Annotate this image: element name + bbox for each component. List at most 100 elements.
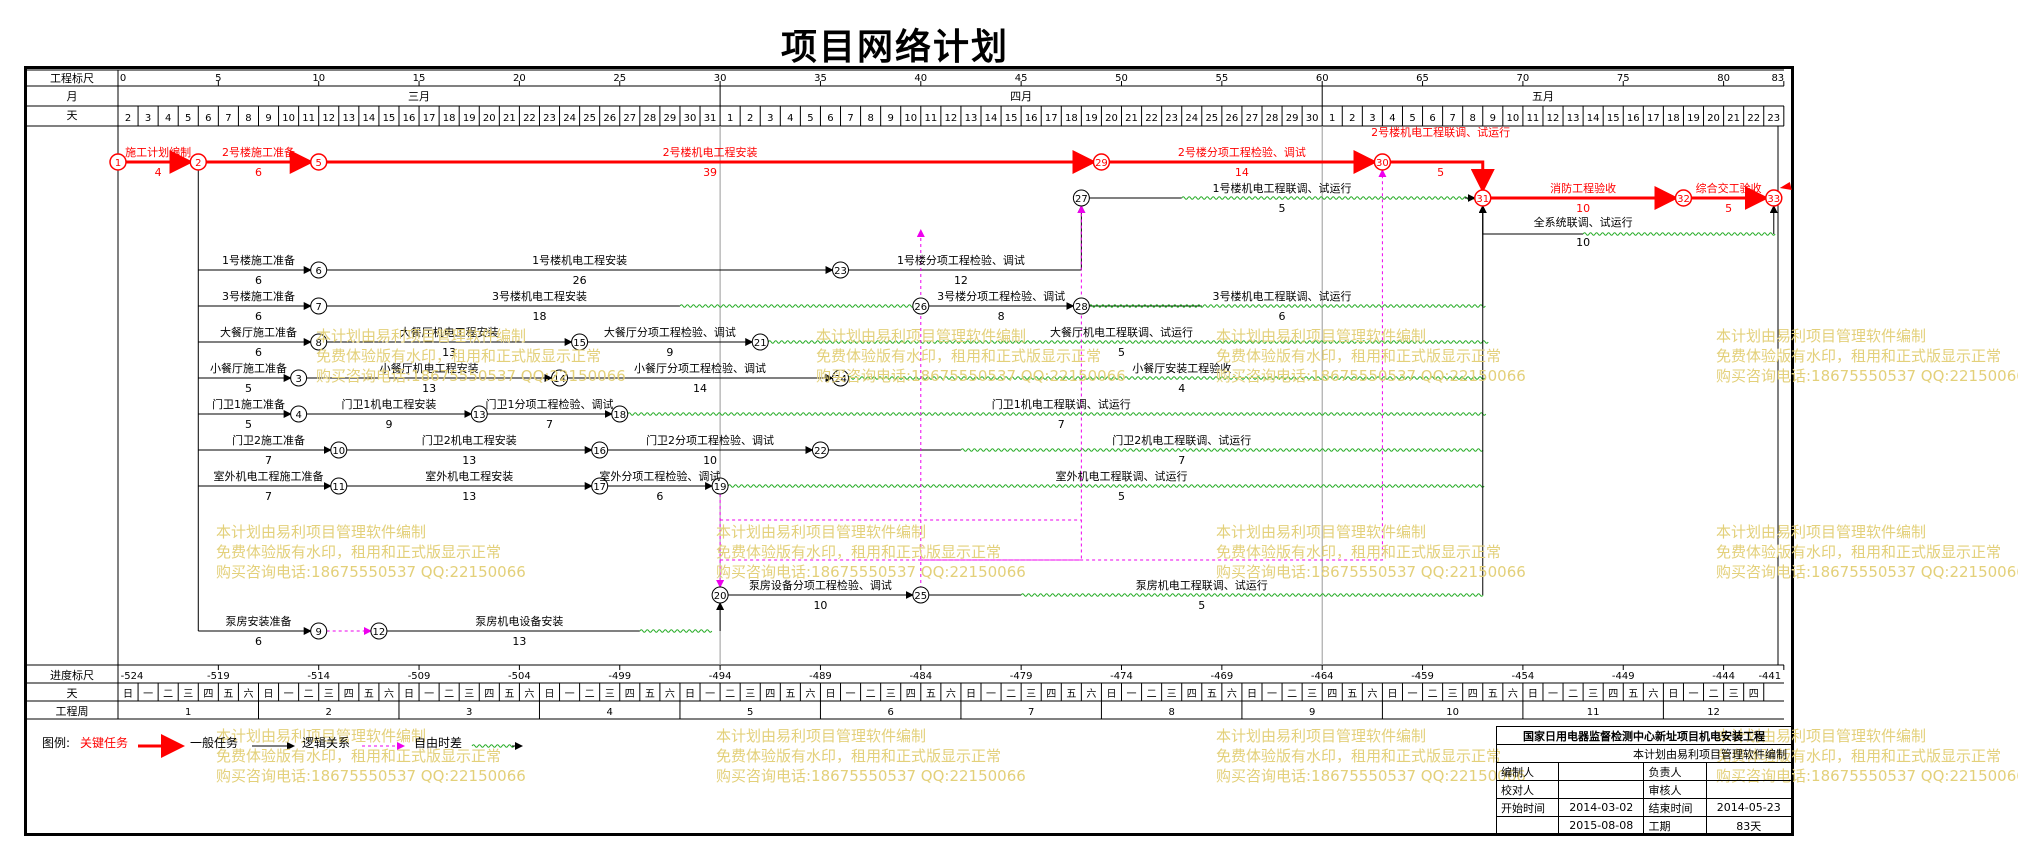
day-label: 21 [1727, 113, 1740, 124]
weekday-label: 一 [143, 689, 153, 700]
watermark-line: 本计划由易利项目管理软件编制 [1216, 523, 1427, 541]
weekday-scale-label: 天 [67, 687, 78, 700]
day-label: 14 [1587, 113, 1600, 124]
project-tick-label: 50 [1115, 73, 1128, 84]
owner-label: 负责人 [1643, 762, 1707, 781]
finish-flag-icon [1779, 182, 1792, 190]
start-value: 2014-03-02 [1558, 798, 1645, 817]
node-number: 15 [573, 338, 586, 349]
watermark-line: 本计划由易利项目管理软件编制 [1716, 327, 1927, 345]
weekday-label: 六 [1227, 688, 1237, 700]
task-duration: 13 [462, 454, 476, 467]
progress-tick-label: -499 [608, 671, 631, 682]
task-duration: 10 [813, 599, 827, 612]
project-tick-label: 25 [613, 73, 626, 84]
weekday-label: 四 [1608, 689, 1618, 700]
day-label: 12 [1547, 113, 1560, 124]
progress-tick-label: -494 [709, 671, 732, 682]
free-float-line [1181, 196, 1477, 200]
node-number: 27 [1075, 194, 1088, 205]
day-label: 9 [888, 113, 894, 124]
node-circle [189, 153, 208, 171]
diagram-frame [24, 66, 1794, 836]
week-label: 2 [326, 707, 332, 718]
weekday-label: 五 [223, 689, 233, 700]
node-number: 18 [613, 410, 626, 421]
day-label: 19 [463, 113, 476, 124]
checker-label: 校对人 [1495, 780, 1560, 799]
node-number: 4 [295, 410, 301, 421]
task-duration: 6 [656, 490, 663, 503]
task-duration: 7 [1178, 454, 1185, 467]
end-value: 2014-05-23 [1705, 798, 1793, 817]
task-name: 3号楼机电工程安装 [492, 289, 587, 303]
task-name: 小餐厅施工准备 [210, 361, 287, 375]
task-name: 泵房设备分项工程检验、调试 [749, 578, 892, 592]
weekday-label: 日 [825, 689, 835, 700]
task-name: 2号楼施工准备 [222, 145, 295, 159]
task-duration: 4 [155, 166, 162, 179]
weekday-label: 六 [946, 688, 956, 700]
weekday-label: 二 [1428, 689, 1438, 700]
node-number: 20 [714, 591, 727, 602]
progress-tick-label: -509 [408, 671, 431, 682]
task-duration: 14 [693, 382, 707, 395]
day-label: 10 [282, 113, 295, 124]
weekday-label: 五 [785, 689, 795, 700]
day-label: 21 [1125, 113, 1138, 124]
day-label: 7 [1449, 113, 1455, 124]
node-circle [290, 369, 308, 387]
project-tick-label: 75 [1617, 73, 1630, 84]
node-number: 5 [316, 158, 322, 169]
progress-tick-label: -514 [307, 671, 330, 682]
task-duration: 9 [666, 346, 673, 359]
weekday-label: 二 [163, 689, 173, 700]
watermark: 本计划由易利项目管理软件编制免费体验版有水印，租用和正式版显示正常购买咨询电话:… [816, 326, 1126, 386]
print-date: 2015-08-08 [1558, 816, 1645, 835]
task-name: 2号楼机电工程安装 [663, 145, 758, 159]
weekday-label: 三 [1588, 689, 1598, 700]
node-number: 6 [316, 266, 322, 277]
watermark-line: 本计划由易利项目管理软件编制 [1716, 523, 1927, 541]
node-number: 12 [373, 627, 386, 638]
weekday-label: 三 [464, 689, 474, 700]
day-label: 17 [1647, 113, 1660, 124]
node-number: 28 [1075, 302, 1088, 313]
watermark-line: 本计划由易利项目管理软件编制 [216, 523, 427, 541]
day-label: 16 [1627, 113, 1640, 124]
weekday-label: 六 [384, 688, 394, 700]
week-label: 4 [607, 707, 613, 718]
weekday-label: 五 [364, 689, 374, 700]
task-duration: 5 [1725, 202, 1732, 215]
task-duration: 10 [1576, 236, 1590, 249]
watermark-line: 购买咨询电话:18675550537 QQ:22150066 [1216, 563, 1526, 581]
watermark-line: 本计划由易利项目管理软件编制 [816, 327, 1027, 345]
node-number: 22 [814, 446, 827, 457]
day-label: 22 [1145, 113, 1158, 124]
watermark: 本计划由易利项目管理软件编制免费体验版有水印，租用和正式版显示正常购买咨询电话:… [716, 726, 1026, 786]
end-label: 结束时间 [1643, 798, 1707, 817]
task-name: 1号楼施工准备 [222, 253, 295, 267]
node-circle [591, 441, 609, 459]
weekday-label: 四 [1749, 689, 1759, 700]
node-number: 24 [834, 374, 847, 385]
free-float-line [679, 304, 915, 308]
node-number: 10 [332, 446, 345, 457]
project-tick-label: 55 [1215, 73, 1228, 84]
progress-scale-label: 进度标尺 [50, 668, 94, 682]
weekday-label: 日 [1247, 689, 1257, 700]
node-number: 11 [332, 482, 345, 493]
weekday-label: 五 [1628, 689, 1638, 700]
progress-tick-label: -519 [207, 671, 230, 682]
day-label: 23 [1767, 113, 1780, 124]
week-label: 9 [1309, 707, 1315, 718]
task-duration: 39 [703, 166, 717, 179]
watermark-line: 免费体验版有水印，租用和正式版显示正常 [1716, 543, 2002, 561]
month-label: 三月 [408, 90, 430, 103]
task-duration: 26 [573, 274, 587, 287]
watermark-line: 本计划由易利项目管理软件编制 [1216, 727, 1427, 745]
project-tick-label: 35 [814, 73, 827, 84]
node-circle [310, 297, 328, 315]
day-label: 11 [924, 113, 937, 124]
weekday-label: 六 [1648, 688, 1658, 700]
